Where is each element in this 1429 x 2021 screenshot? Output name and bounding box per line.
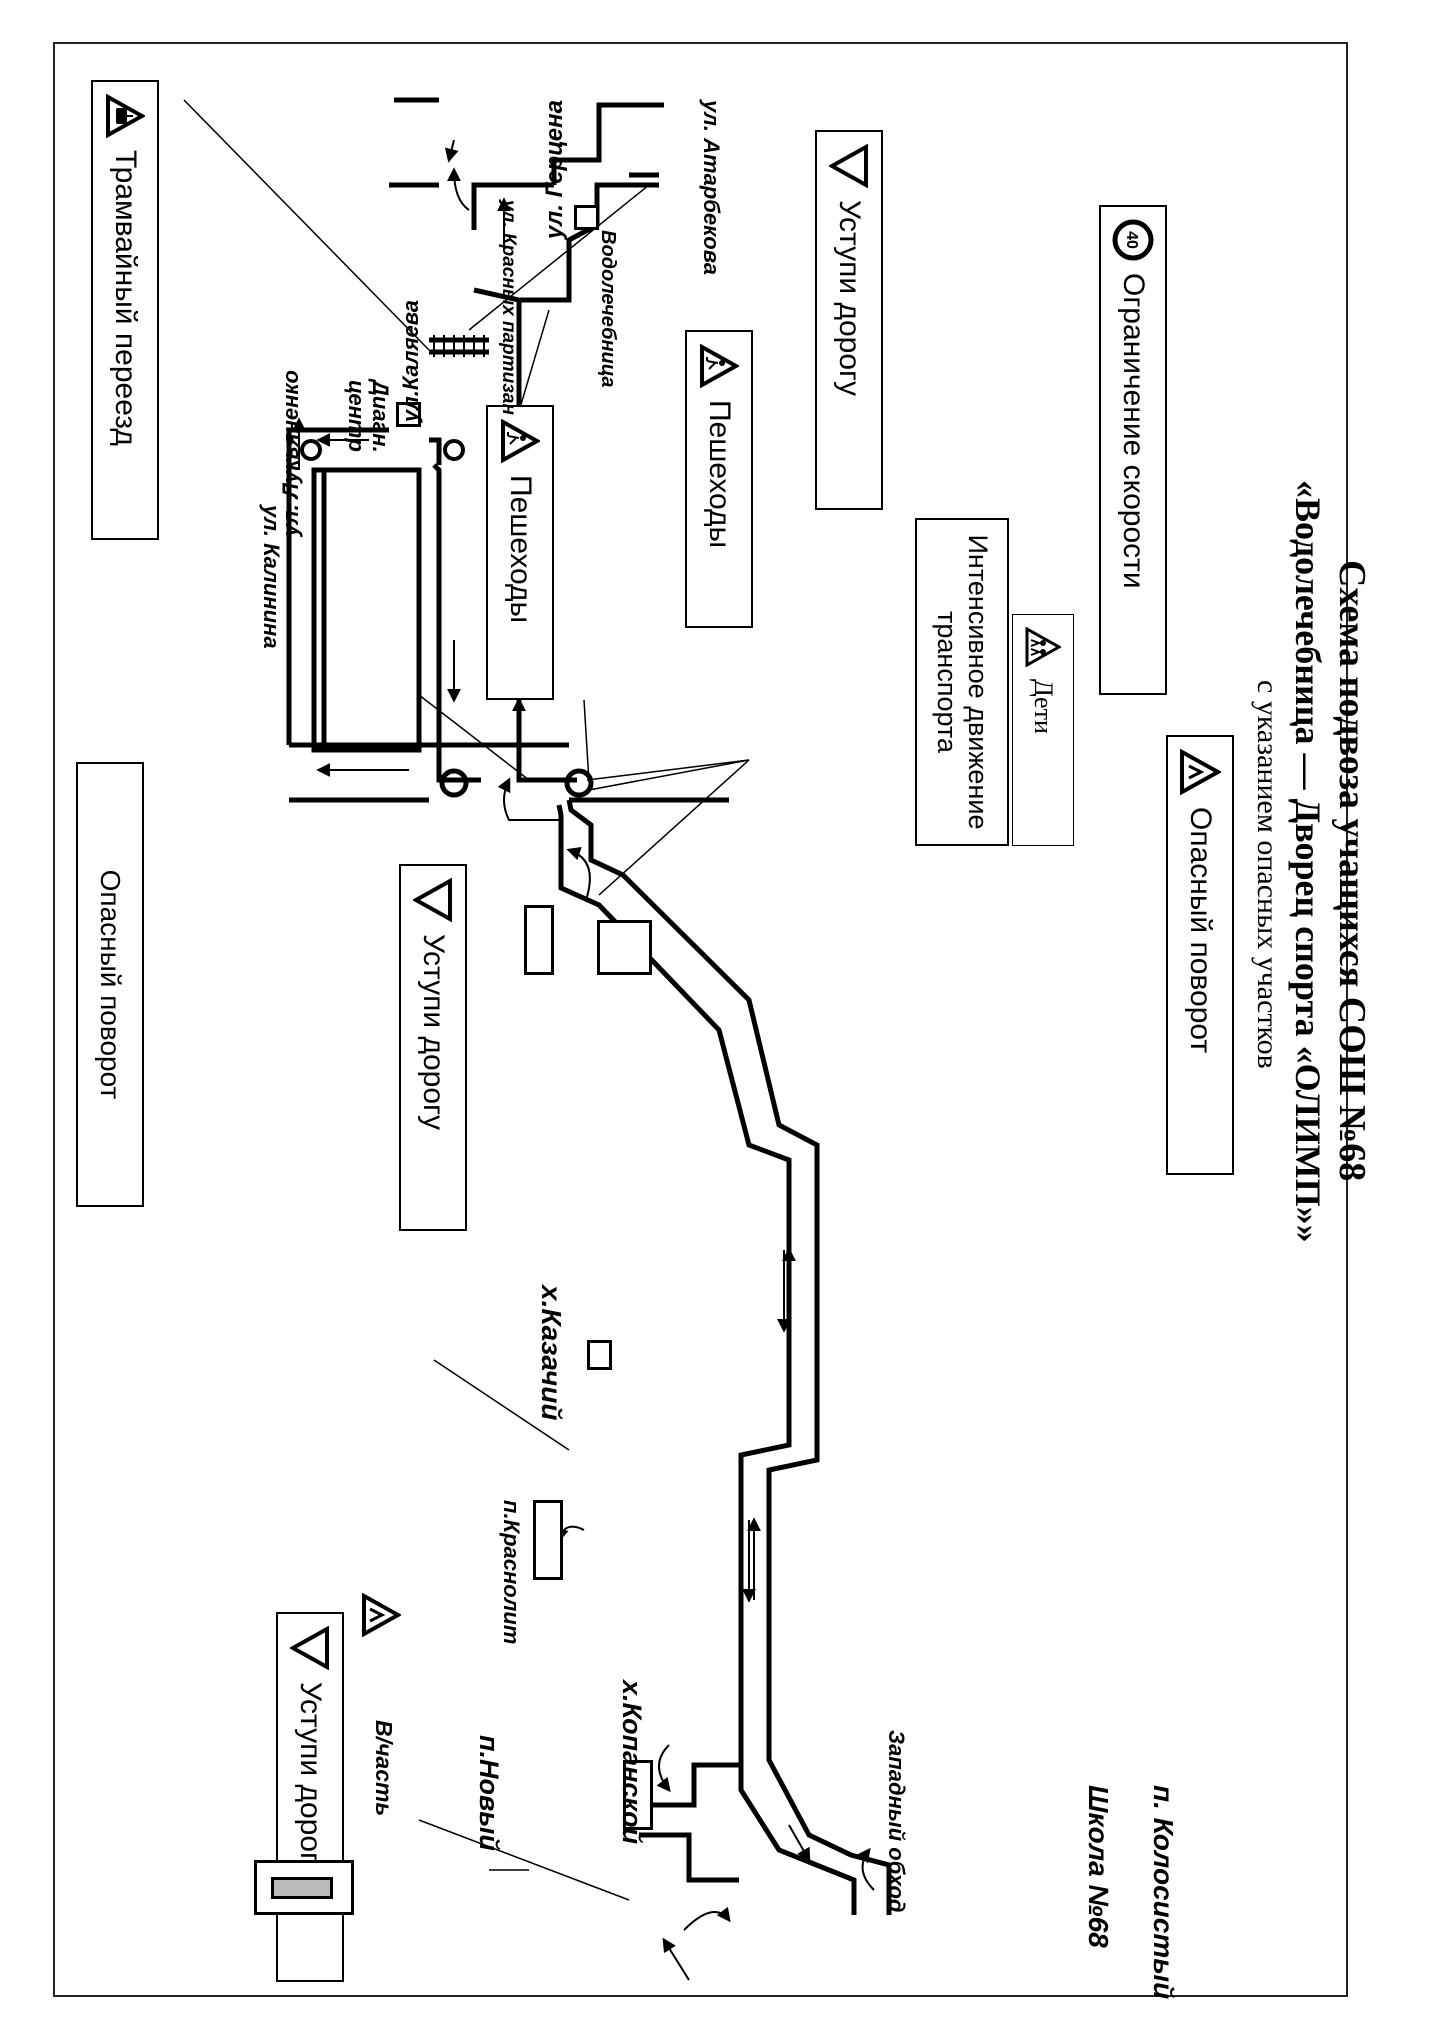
triangle-pedestrians-icon xyxy=(699,344,739,388)
sign-pedestrians-2: Пешеходы xyxy=(486,405,554,700)
sign-yield-3: Уступи дорогу xyxy=(276,1612,344,1982)
tram-ties xyxy=(433,335,485,357)
roundabout-lower xyxy=(439,768,469,798)
street-kalyaeva: ул.Каляева xyxy=(398,300,423,423)
sign-speed-limit: 40 Ограничение скорости xyxy=(1099,205,1167,695)
sign-yield-2: Уступи дорогу xyxy=(399,864,467,1231)
sign-yield-1: Уступи дорогу xyxy=(815,130,883,510)
sign-children: Дети xyxy=(1012,614,1074,846)
title-line-3: с указанием опасных участков xyxy=(1251,680,1284,1069)
place-diagnostic-center-2: центр xyxy=(344,380,369,452)
school-building xyxy=(254,1860,354,1915)
route-arrows xyxy=(292,139,875,1981)
title-line-1: Схема подвоза учащихся СОШ №68 xyxy=(1331,560,1373,1182)
place-school: Школа №68 xyxy=(1083,1785,1114,1948)
street-kalinina: ул. Калинина xyxy=(259,505,284,649)
sign-pedestrians-1: Пешеходы xyxy=(685,330,753,628)
place-kolosisty: п. Колосистый xyxy=(1148,1785,1179,2000)
triangle-dangerous-turn-icon xyxy=(1179,749,1221,795)
sign-dangerous-turn-1: Опасный поворот xyxy=(1166,735,1234,1175)
place-noviy: п.Новый xyxy=(474,1735,504,1851)
tram-tracks xyxy=(429,337,489,355)
kazachiy-stop-building xyxy=(587,1340,612,1370)
triangle-pedestrians-icon xyxy=(500,419,540,463)
place-vodolechebnitsa: Водолечебница xyxy=(597,230,619,388)
city-block xyxy=(311,467,422,753)
kalinina-street xyxy=(286,470,569,803)
speed-limit-circle-icon: 40 xyxy=(1112,219,1154,261)
place-military-unit: В/часть xyxy=(371,1720,397,1817)
roundabout-side-building xyxy=(597,920,652,975)
map-frame xyxy=(53,42,1348,1997)
place-western-bypass: Западный обход xyxy=(884,1730,909,1913)
title-line-2: «Водолечебница — Дворец спорта «ОЛИМП»» xyxy=(1288,480,1328,1243)
street-krasnykh-partizan: ул. Красных партизан xyxy=(498,200,519,415)
sign-pointer-lines xyxy=(183,99,750,1901)
kolosisty-stop-building xyxy=(524,905,554,975)
sign-dangerous-turn-2: Опасный поворот xyxy=(76,762,144,1207)
place-kazachiy: х.Казачий xyxy=(536,1285,567,1421)
sign-intense-traffic: Интенсивное движение транспорта xyxy=(915,518,1009,846)
place-diagnostic-center-1: Диагн. xyxy=(368,380,393,453)
street-atarbekova: ул. Атарбекова xyxy=(699,100,724,275)
sign-tram-crossing: Трамвайный переезд xyxy=(91,80,159,540)
roundabout-lukyanenko-2 xyxy=(300,439,322,461)
speed-limit-value: 40 xyxy=(1123,231,1140,249)
inverted-triangle-yield-icon xyxy=(290,1626,330,1670)
triangle-children-icon xyxy=(1025,627,1061,667)
inverted-triangle-yield-icon xyxy=(413,878,453,922)
roundabout-lukyanenko-1 xyxy=(443,439,465,461)
roundabout-upper xyxy=(564,768,594,798)
lukyanenko-street xyxy=(286,427,442,470)
inverted-triangle-yield-icon xyxy=(829,144,869,188)
street-gertsena: ул. Герцена xyxy=(541,100,568,239)
triangle-dangerous-turn-icon xyxy=(362,1593,401,1637)
military-unit-road xyxy=(639,1762,739,1883)
krasnolit-stop-building xyxy=(533,1500,563,1580)
place-krasnolit: п.Краснолит xyxy=(499,1500,524,1645)
place-kopanskoy: х.Копанской xyxy=(617,1680,647,1845)
vodolechebnitsa-building xyxy=(574,205,599,230)
triangle-tram-icon xyxy=(105,94,145,138)
